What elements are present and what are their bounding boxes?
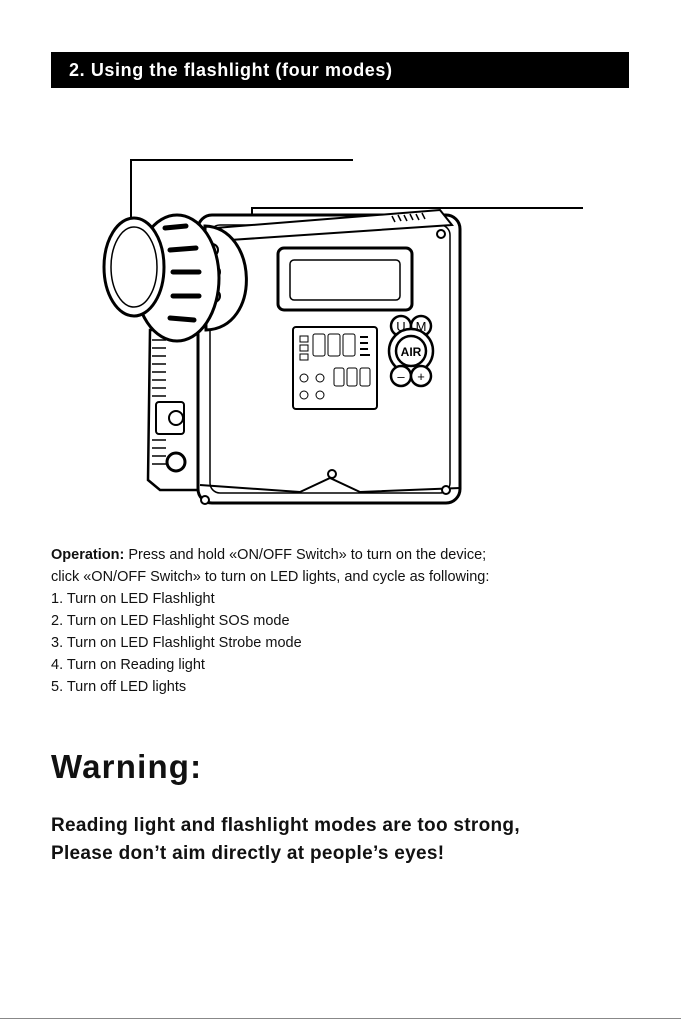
operation-lead: Operation: [51,547,125,563]
screw-icon [200,495,210,505]
warning-line-1: Reading light and flashlight modes are t… [51,815,520,836]
warning-title: Warning: [51,748,203,785]
air-compressor-device-icon: U M AIR – + [102,159,583,505]
plus-button [409,364,433,388]
operation-step: 2. Turn on LED Flashlight SOS mode [51,613,290,629]
operation-text-1: Press and hold «ON/OFF Switch» to turn o… [124,547,487,563]
operation-step: 4. Turn on Reading light [51,657,205,673]
air-button-label: AIR [401,345,422,359]
warning-line-2: Please don’t aim directly at people’s ey… [51,843,445,864]
operation-step: 5. Turn off LED lights [51,679,187,695]
u-button-label: U [396,319,405,334]
air-button [394,334,428,368]
operation-line-1: Operation: Press and hold «ON/OFF Switch… [51,544,651,566]
operation-instructions: Operation: Press and hold «ON/OFF Switch… [51,544,651,698]
flashlight-lens [110,226,158,308]
screw-icon [441,485,451,495]
screw-icon [327,469,337,479]
operation-step: 1. Turn on LED Flashlight [51,591,215,607]
warning-body: Reading light and flashlight modes are t… [51,812,661,868]
section-header: 2. Using the flashlight (four modes) [51,52,629,88]
device-handle [276,246,414,312]
m-button-label: M [416,319,427,334]
screw-icon [436,229,446,239]
operation-steps: 1. Turn on LED Flashlight 2. Turn on LED… [51,588,651,698]
operation-line-2: click «ON/OFF Switch» to turn on LED lig… [51,569,490,585]
bottom-divider [0,1018,681,1019]
minus-button-label: – [397,369,405,384]
device-handle-slot [289,259,401,301]
plus-button-label: + [417,369,425,384]
operation-step: 3. Turn on LED Flashlight Strobe mode [51,635,302,651]
side-port-socket [165,451,187,473]
section-title: 2. Using the flashlight (four modes) [69,60,393,80]
side-port-round [168,410,184,426]
